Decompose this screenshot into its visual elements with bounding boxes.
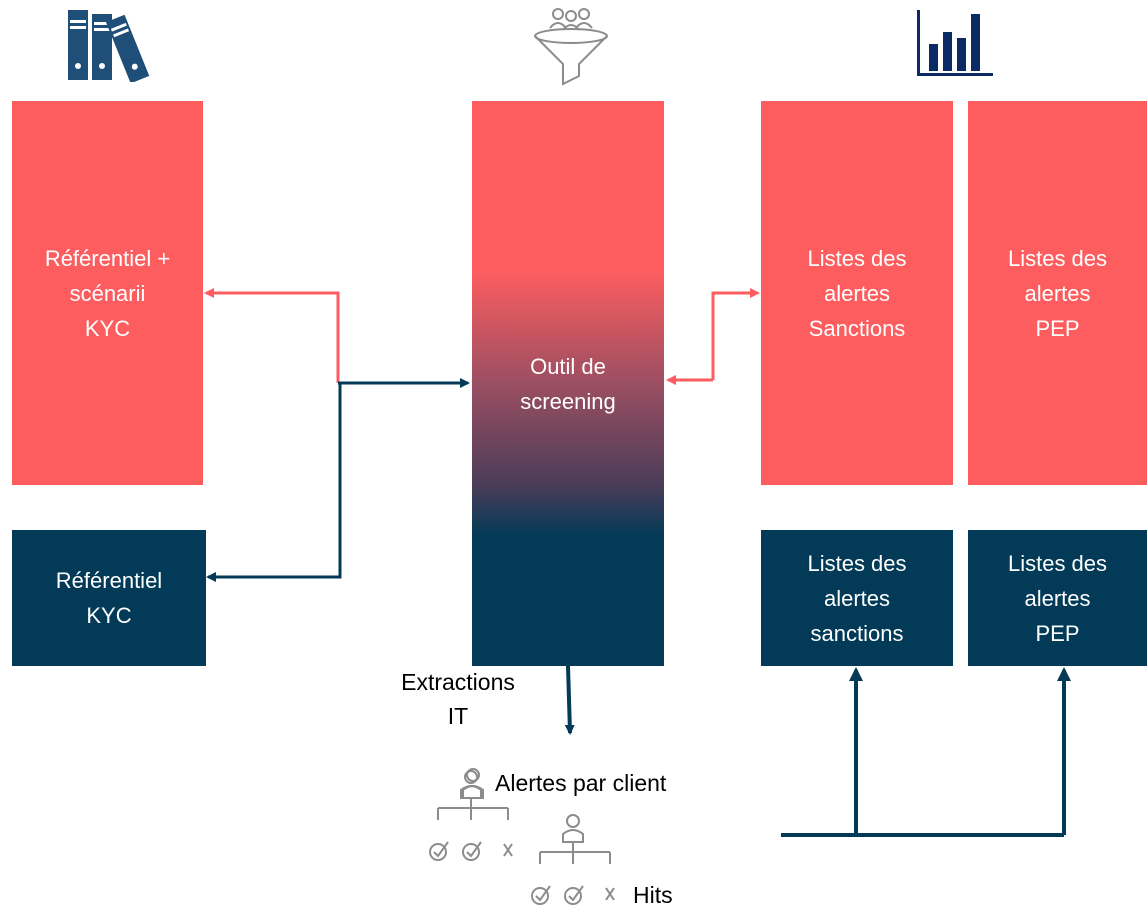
outil-screening-label: Outil de screening <box>520 353 616 414</box>
listes-pep-navy-label: Listes des alertes PEP <box>1007 550 1108 646</box>
funnel-people-icon <box>534 8 608 86</box>
client-hits-tree-icon-2 <box>531 814 615 905</box>
listes-sanctions-red-label: Listes des alertes Sanctions <box>807 245 907 341</box>
arrow-to-referentiel-kyc <box>206 383 342 582</box>
referentiel-kyc-box: Référentiel KYC <box>12 530 206 666</box>
hits-label: Hits <box>633 882 673 908</box>
outil-screening-box: Outil de screening <box>472 101 664 666</box>
listes-sanctions-red-box: Listes des alertes Sanctions <box>761 101 953 485</box>
referentiel-scenarii-label: Référentiel + scénarii KYC <box>44 245 171 341</box>
listes-pep-navy-box: Listes des alertes PEP <box>968 530 1147 666</box>
arrow-to-referentiel-scenarii <box>204 288 340 383</box>
arrow-screening-to-listes <box>711 288 760 380</box>
bar-chart-icon <box>917 10 993 76</box>
listes-pep-red-label: Listes des alertes PEP <box>1007 245 1108 341</box>
client-icon <box>462 768 484 799</box>
alertes-par-client-label: Alertes par client <box>495 770 667 796</box>
extractions-label: Extractions IT <box>401 669 515 729</box>
listes-pep-red-box: Listes des alertes PEP <box>968 101 1147 485</box>
listes-sanctions-navy-label: Listes des alertes sanctions <box>807 550 907 646</box>
binders-icon <box>68 10 150 82</box>
referentiel-scenarii-box: Référentiel + scénarii KYC <box>12 101 203 485</box>
listes-sanctions-navy-box: Listes des alertes sanctions <box>761 530 953 666</box>
referentiel-kyc-label: Référentiel KYC <box>55 568 163 628</box>
arrow-extractions <box>564 665 575 735</box>
